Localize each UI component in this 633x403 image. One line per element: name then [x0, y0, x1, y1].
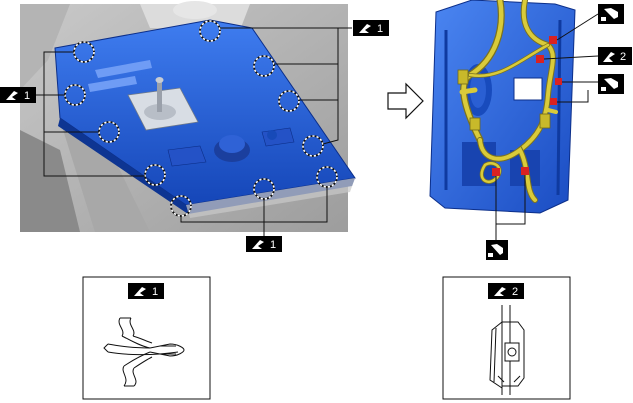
switch-cluster [167, 145, 207, 167]
clip-icon [6, 91, 18, 100]
clip-icon [134, 287, 146, 296]
button [267, 130, 277, 140]
clip-icon [353, 20, 389, 36]
clip-badge-2: 2 [598, 47, 632, 65]
controller-knob [219, 135, 245, 153]
panel-recess [470, 72, 486, 108]
callout-number: 1 [152, 286, 158, 298]
panel-back-illustration: 2 [429, 0, 632, 260]
trim-strip [186, 178, 355, 218]
trim-clip-drawing [103, 317, 185, 387]
interior-trim-shape [20, 4, 70, 90]
connector [549, 36, 557, 44]
clip-icon [598, 47, 632, 65]
harness-clip-drawing [489, 305, 525, 395]
connector-disconnect-icon [604, 8, 618, 19]
clip-icon [359, 24, 371, 33]
clip-detail-2: 2 [442, 276, 571, 400]
connector-disconnect-icon [601, 17, 606, 21]
clip-location [253, 178, 275, 200]
console-panel-illustration: 1 1 1 [0, 1, 389, 252]
interior-knob-shape [173, 1, 217, 19]
connector [550, 98, 557, 105]
connector [521, 167, 529, 175]
connector-disconnect-icon [604, 78, 618, 89]
clip-badge-detail-1: 1 [128, 283, 164, 299]
callout-number: 2 [620, 51, 626, 63]
connector-badge-bottom [486, 240, 508, 260]
callout-number: 1 [270, 239, 276, 251]
clip-badge-top-right: 1 [353, 20, 389, 36]
connector-disconnect-icon [488, 253, 493, 257]
clip-icon [252, 240, 264, 249]
callout-number: 2 [512, 286, 518, 298]
connector [492, 168, 500, 176]
harness-clamp [539, 113, 551, 129]
callout-number: 1 [377, 23, 383, 35]
panel-slot [88, 76, 137, 92]
harness-clamp [457, 69, 469, 85]
clip-detail-1: 1 [82, 276, 211, 400]
shifter-shaft [157, 80, 162, 112]
clip-location [316, 166, 338, 188]
shifter-top [155, 77, 164, 83]
leader-lines-right [495, 13, 599, 244]
clip-icon [603, 52, 615, 62]
clip-icon [488, 283, 524, 299]
clip-location [278, 90, 300, 112]
connector-badge-mid [598, 74, 624, 94]
harness-clamp [469, 117, 481, 131]
clip-icon [246, 236, 282, 252]
connector-badge-top [598, 4, 624, 24]
clip-icon [494, 287, 506, 296]
panel-rib [556, 19, 562, 196]
interior-trim-shape [20, 130, 80, 232]
connector-disconnect-icon [601, 87, 606, 91]
clip-icon [0, 87, 36, 103]
clip-icon [128, 283, 164, 299]
panel-slot [95, 60, 152, 78]
arrow-right-icon [387, 82, 424, 120]
clip-location [144, 164, 166, 186]
clip-badge-bottom: 1 [246, 236, 282, 252]
connector [536, 55, 544, 63]
clip-location [302, 135, 324, 157]
panel-window [513, 77, 543, 101]
clip-location [170, 195, 192, 217]
connector-disconnect-icon [491, 244, 503, 255]
clip-badge-detail-2: 2 [488, 283, 524, 299]
clip-location [199, 20, 221, 42]
clip-location [253, 55, 275, 77]
callout-number: 1 [24, 90, 30, 102]
clip-badge-left: 1 [0, 87, 36, 103]
leader-lines-left [36, 27, 352, 236]
connector [555, 78, 562, 85]
